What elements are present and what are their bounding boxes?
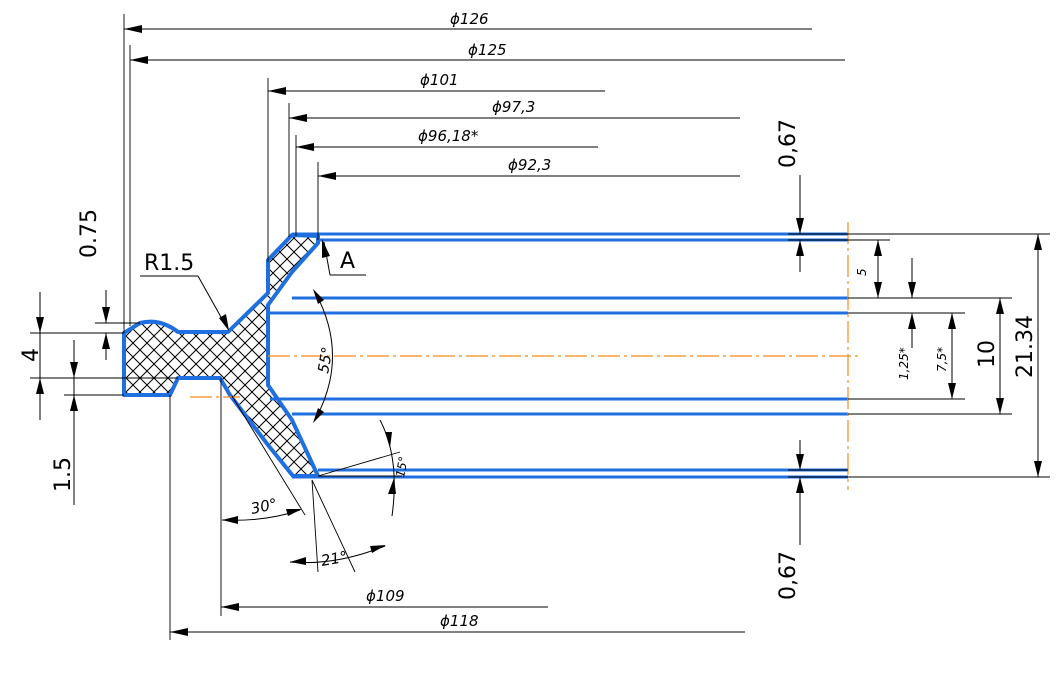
- label-1-25: 1,25*: [897, 347, 911, 380]
- label-21: 21°: [320, 548, 349, 570]
- dim-0-67-bottom: 0,67: [776, 440, 848, 600]
- label-30: 30°: [249, 495, 279, 518]
- dim-21-34: 21.34: [848, 233, 1050, 478]
- section-profile-hatched: [124, 235, 318, 476]
- label-5: 5: [855, 268, 869, 276]
- label-d97-3: ϕ97,3: [492, 98, 535, 116]
- label-10: 10: [975, 340, 1000, 368]
- dim-7-5: 7,5*: [848, 312, 965, 400]
- angle-15: 15°: [317, 419, 411, 517]
- label-d92-3: ϕ92,3: [508, 156, 551, 174]
- dim-d125: ϕ125: [129, 41, 845, 326]
- dim-0-75: 0.75: [77, 209, 140, 360]
- label-0-67-bottom: 0,67: [776, 551, 801, 600]
- radius-leader-r1-5: R1.5: [140, 251, 229, 331]
- label-r1-5: R1.5: [144, 251, 194, 276]
- dim-4: 4: [19, 292, 178, 420]
- dim-1-5: 1.5: [51, 340, 124, 505]
- label-d126: ϕ126: [450, 10, 489, 28]
- dim-d96-18: ϕ96,18*: [295, 127, 598, 236]
- dim-d101: ϕ101: [267, 71, 605, 262]
- angle-21: 21°: [289, 479, 386, 573]
- dim-d109: ϕ109: [220, 378, 548, 616]
- label-d96-18: ϕ96,18*: [418, 127, 479, 145]
- view-a-marker: A: [322, 239, 366, 276]
- dim-d126: ϕ126: [123, 10, 812, 333]
- dim-d97-3: ϕ97,3: [288, 98, 740, 237]
- label-view-a: A: [340, 249, 355, 274]
- label-d109: ϕ109: [366, 587, 405, 605]
- label-4: 4: [19, 348, 44, 362]
- label-1-5: 1.5: [51, 457, 76, 492]
- dim-d92-3: ϕ92,3: [317, 156, 740, 240]
- label-55: 55°: [314, 345, 336, 374]
- label-15: 15°: [393, 455, 410, 478]
- angle-55: 55°: [313, 289, 337, 423]
- dim-d118: ϕ118: [169, 395, 745, 640]
- label-d125: ϕ125: [468, 41, 507, 59]
- label-0-67-top: 0,67: [776, 119, 801, 168]
- label-0-75: 0.75: [77, 209, 102, 258]
- dim-1-25: 1,25*: [848, 258, 925, 380]
- label-21-34: 21.34: [1013, 315, 1038, 378]
- label-7-5: 7,5*: [935, 347, 949, 372]
- angle-30: 30°: [221, 395, 306, 524]
- dim-0-67-top: 0,67: [776, 119, 848, 272]
- dim-5: 5: [848, 239, 890, 299]
- dim-10: 10: [848, 297, 1012, 415]
- label-d118: ϕ118: [440, 612, 479, 630]
- label-d101: ϕ101: [420, 71, 459, 89]
